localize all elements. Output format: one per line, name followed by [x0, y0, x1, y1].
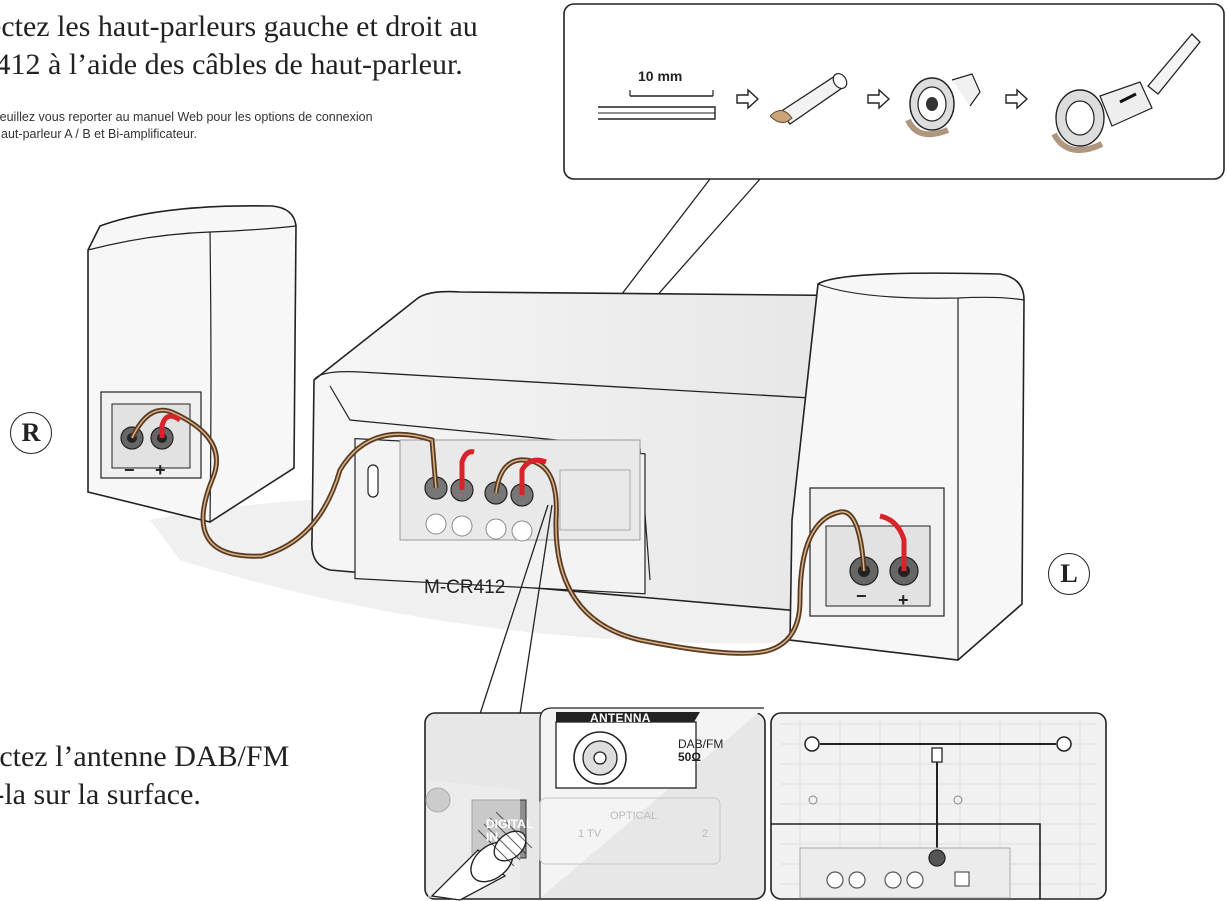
step2-heading: ectez l’antenne DAB/FM t-la sur la surfa… — [0, 738, 289, 814]
arrow-right-icon — [736, 88, 1029, 110]
antenna-placement-panel — [770, 712, 1107, 900]
digital-in-label: DIGITAL IN — [486, 818, 533, 844]
right-speaker-label: R — [10, 412, 52, 454]
impedance-label: 50Ω — [678, 750, 701, 764]
dabfm-jack-label: DAB/FM 50Ω — [678, 738, 723, 764]
antenna-tag: ANTENNA — [590, 711, 651, 725]
right-speaker — [87, 205, 297, 523]
polarity-marks: − + − + — [124, 460, 909, 610]
step2-heading-line1: ectez l’antenne DAB/FM — [0, 740, 290, 773]
model-label: M-CR412 — [424, 577, 506, 598]
optical-label: OPTICAL — [610, 810, 658, 822]
in-label: IN — [486, 830, 498, 844]
step1-heading-line2: .412 à l’aide des câbles de haut-parleur… — [0, 48, 463, 81]
binding-post-icon — [905, 73, 981, 138]
optical-1-label: 1 TV — [578, 828, 602, 840]
twisted-wire-icon — [769, 72, 848, 125]
right-minus-mark: − — [124, 460, 135, 480]
wire-insert-icon — [1051, 33, 1201, 154]
stripped-wire-icon — [598, 90, 716, 120]
digital-label: DIGITAL — [486, 817, 534, 831]
optical-2-label: 2 — [702, 828, 709, 840]
left-minus-mark: − — [856, 586, 867, 606]
wire-prep-callout — [489, 3, 1225, 471]
step1-note-line2: Haut-parleur A / B et Bi-amplificateur. — [0, 127, 197, 141]
antenna-jack-panel — [424, 707, 766, 901]
step1-note: Veuillez vous reporter au manuel Web pou… — [0, 109, 373, 143]
left-speaker-label: L — [1048, 553, 1090, 595]
right-plus-mark: + — [155, 460, 166, 480]
step1-note-line1: Veuillez vous reporter au manuel Web pou… — [0, 110, 373, 124]
step1-heading: ectez les haut-parleurs gauche et droit … — [0, 8, 478, 84]
speaker-cables — [129, 407, 907, 656]
step1-heading-line1: ectez les haut-parleurs gauche et droit … — [0, 10, 478, 43]
step2-heading-line2: t-la sur la surface. — [0, 778, 201, 811]
left-plus-mark: + — [898, 590, 909, 610]
antenna-plug-icon — [430, 811, 533, 901]
strip-length-label: 10 mm — [638, 68, 683, 84]
dabfm-label: DAB/FM — [678, 737, 724, 751]
left-speaker — [789, 272, 1025, 661]
